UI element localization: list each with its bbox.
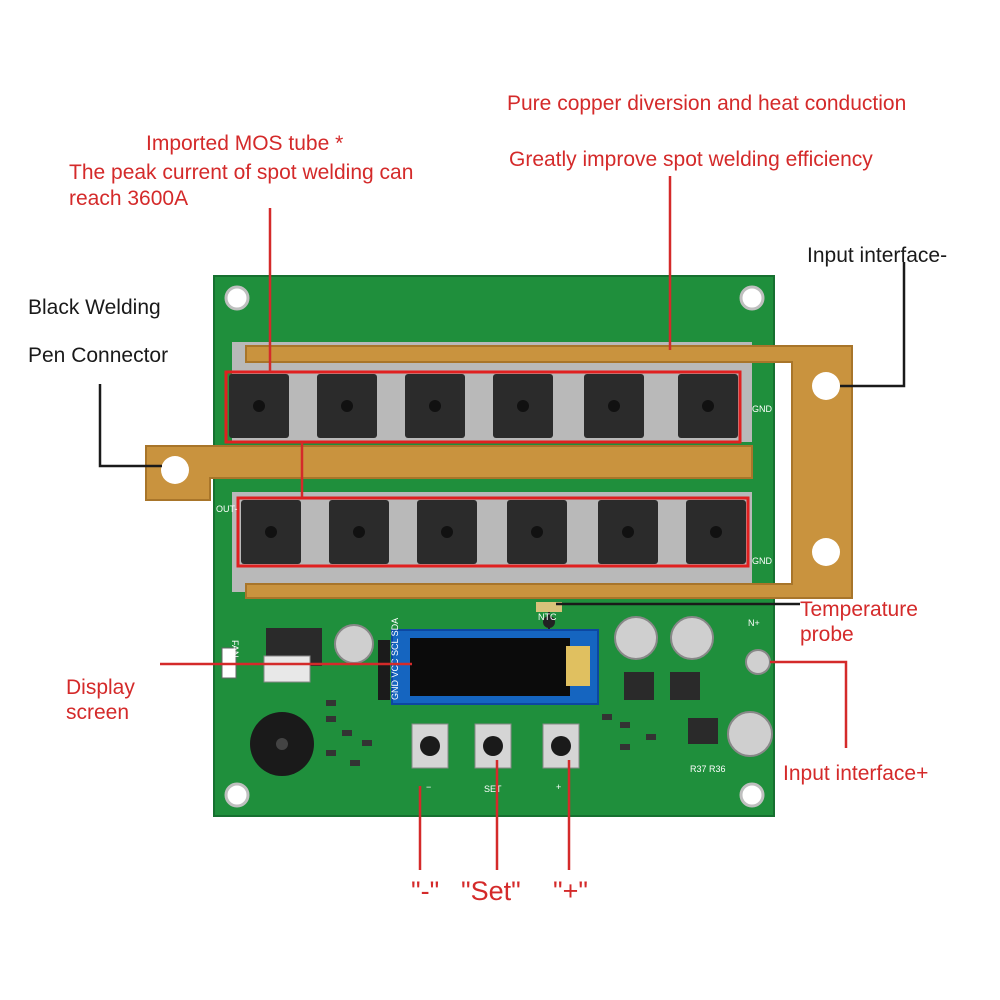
gnd-terminal-hole-icon [812,538,840,566]
capacitor [614,616,658,660]
mounting-holes [224,285,765,808]
label-input-minus: Input interface- [807,244,948,267]
label-temp-line2: probe [800,623,854,646]
capacitor [670,616,714,660]
label-mos-line1: Imported MOS tube * [146,132,344,155]
silk-btn-plus: + [556,782,561,792]
leader-input-minus [840,262,906,388]
chip-ic [688,718,718,744]
button-set-part [474,723,512,769]
copper-bar-out [145,445,753,501]
silk-fan: FAN [230,640,240,658]
label-btn-minus: "-" [411,876,440,906]
capacitor [334,624,374,664]
mos-highlight-box-top [224,370,742,444]
label-btn-plus: "+" [553,876,588,906]
label-copper-line2: Greatly improve spot welding efficiency [509,148,873,171]
smd-parts-left [326,700,372,766]
label-pen-line2: Pen Connector [28,344,169,367]
silk-btn-set: SET [484,784,502,794]
label-temp-line1: Temperature [800,598,918,621]
label-mos-line3: reach 3600A [69,187,189,210]
label-copper-line1: Pure copper diversion and heat conductio… [507,92,907,115]
inductor [670,672,700,700]
oled-ribbon [566,646,590,686]
button-plus-part [542,723,580,769]
silk-oled-pins: GND VCC SCL SDA [390,618,400,700]
label-mos-line2: The peak current of spot welding can [69,161,414,184]
mounting-hole-icon [224,285,250,311]
optocoupler [263,655,311,683]
label-btn-set: "Set" [461,876,521,906]
leader-pen [98,384,162,468]
gnd-terminal-hole-icon [812,372,840,400]
ntc-resistor [536,602,562,612]
label-pen-line1: Black Welding [28,296,161,319]
smd-parts-right [602,714,656,750]
mos-highlight-box-bottom [236,496,750,568]
capacitor [727,711,773,757]
silk-btn-minus: − [426,782,431,792]
silk-ntc: NTC [538,612,557,622]
label-display-line2: screen [66,701,130,724]
silk-r37-r36: R37 R36 [690,764,726,774]
silk-gnd-bottom: GND [752,556,773,566]
silk-n-plus: N+ [748,618,760,628]
label-display-line1: Display [66,676,135,699]
silk-out: OUT- [216,504,238,514]
input-plus-terminal-icon [745,649,771,675]
pen-terminal-hole-icon [161,456,189,484]
button-minus-part [411,723,449,769]
leader-lines [98,176,906,870]
mosfet-row-bottom [241,500,746,564]
oled-pin-header [378,640,390,700]
inductor [624,672,654,700]
tinned-pad-bottom [232,492,752,592]
leader-input-plus [770,660,848,748]
mounting-hole-icon [739,782,765,808]
silk-gnd-top: GND [752,404,773,414]
copper-bar-gnd [245,345,853,599]
mosfet-row-top [229,374,738,438]
oled-screen [410,638,570,696]
label-input-plus: Input interface+ [783,762,929,785]
mounting-hole-icon [739,285,765,311]
mounting-hole-icon [224,782,250,808]
